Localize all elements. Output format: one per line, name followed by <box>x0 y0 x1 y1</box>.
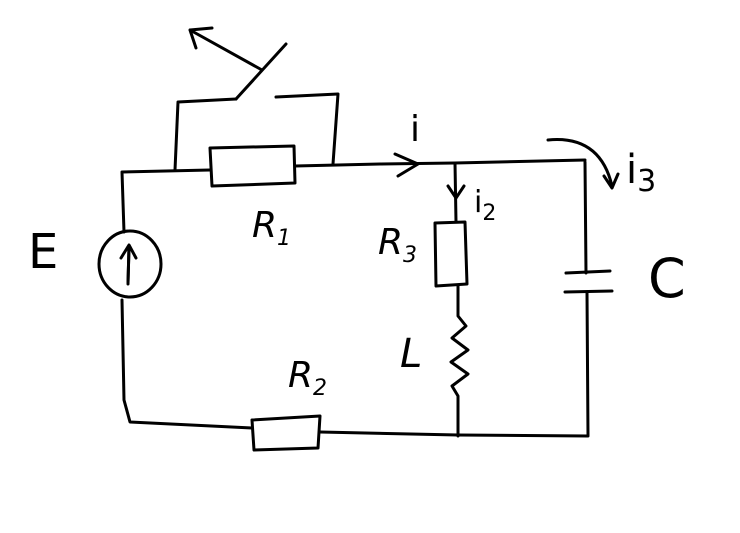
label-r3-sub: 3 <box>403 243 418 268</box>
label-r2-main: R <box>288 355 314 396</box>
source-arrow-icon <box>119 243 138 286</box>
resistor-r2 <box>250 414 322 452</box>
label-i2-main: i <box>474 185 483 220</box>
label-r3-main: R <box>378 222 404 263</box>
switch-arrow-icon <box>188 26 264 72</box>
current-arrow-i2 <box>446 184 466 200</box>
label-l: L <box>400 331 423 377</box>
label-r3: R3 <box>378 225 417 267</box>
label-r1-sub: 1 <box>277 226 292 251</box>
label-i3-sub: 3 <box>637 164 657 199</box>
right-wire-bottom <box>456 290 590 438</box>
label-r2: R2 <box>288 358 327 400</box>
capacitor-plate-bottom <box>563 289 614 294</box>
resistor-r1 <box>208 144 297 188</box>
capacitor-plate-top <box>564 269 612 275</box>
label-r1: R1 <box>252 208 291 250</box>
label-i3-main: i <box>626 147 638 193</box>
label-r1-main: R <box>252 205 278 246</box>
left-wire-bottom <box>120 298 254 430</box>
branch-wire-top <box>453 161 458 224</box>
label-i2-sub: 2 <box>482 201 497 226</box>
label-i2: i2 <box>474 188 496 225</box>
label-i3: i3 <box>626 150 656 197</box>
resistor-r3 <box>433 220 469 288</box>
switch-blade <box>234 42 288 101</box>
bypass-wire-right <box>274 92 340 166</box>
current-arrow-i3 <box>546 138 620 190</box>
current-arrow-i <box>393 152 420 178</box>
left-wire-top <box>120 168 212 234</box>
label-i: i <box>410 109 421 150</box>
bypass-wire-left <box>173 97 238 172</box>
top-wire <box>293 158 587 168</box>
label-r2-sub: 2 <box>313 376 328 401</box>
right-wire-top <box>583 160 588 275</box>
label-c: C <box>648 247 686 310</box>
voltage-source <box>97 229 163 299</box>
label-e: E <box>28 224 59 280</box>
bottom-wire-right <box>318 430 460 437</box>
inductor-l <box>449 283 470 438</box>
